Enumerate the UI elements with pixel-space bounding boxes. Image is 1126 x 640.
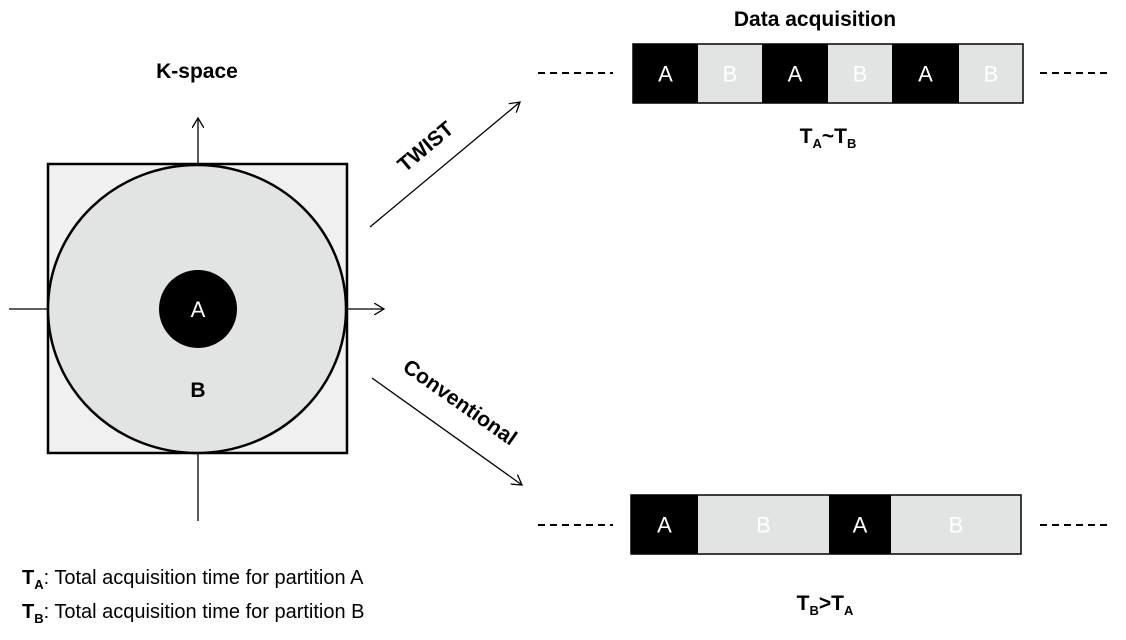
twist-segment-label: B: [853, 62, 868, 87]
conventional-segment-label: B: [949, 513, 964, 538]
conventional-segment-label: A: [853, 513, 868, 538]
conventional-arrow: [371, 377, 522, 485]
twist-relation: TA~TB: [800, 125, 857, 151]
kspace-title: K-space: [156, 60, 238, 83]
twist-bar-border: [632, 43, 1024, 104]
conventional-segment-a: [829, 495, 891, 554]
data-acquisition-title: Data acquisition: [734, 8, 896, 31]
conventional-segment-label: A: [657, 513, 672, 538]
twist-segment-a: [892, 44, 959, 103]
twist-segment-label: A: [788, 62, 803, 87]
conventional-segment-b: [698, 495, 829, 554]
partition-a-disc: [159, 270, 237, 348]
twist-segment-a: [633, 44, 698, 103]
partition-b-label: B: [190, 379, 205, 402]
conventional-label: Conventional: [399, 355, 521, 450]
conventional-segment-label: B: [756, 513, 771, 538]
twist-label: TWIST: [393, 117, 458, 177]
twist-segment-label: A: [918, 62, 933, 87]
twist-segment-b: [828, 44, 892, 103]
twist-segment-label: B: [723, 62, 738, 87]
conventional-bar-border: [630, 494, 1022, 555]
partition-a-label: A: [191, 297, 206, 322]
legend-item-b: TB: Total acquisition time for partition…: [22, 601, 365, 626]
twist-arrow: [369, 102, 520, 228]
conventional-segment-b: [891, 495, 1021, 554]
twist-segment-b: [698, 44, 762, 103]
conventional-relation: TB>TA: [797, 592, 854, 618]
twist-segment-label: A: [658, 62, 673, 87]
twist-segment-b: [959, 44, 1023, 103]
twist-segment-a: [762, 44, 828, 103]
legend-item-a: TA: Total acquisition time for partition…: [22, 567, 364, 592]
twist-segment-label: B: [984, 62, 999, 87]
conventional-segment-a: [631, 495, 698, 554]
